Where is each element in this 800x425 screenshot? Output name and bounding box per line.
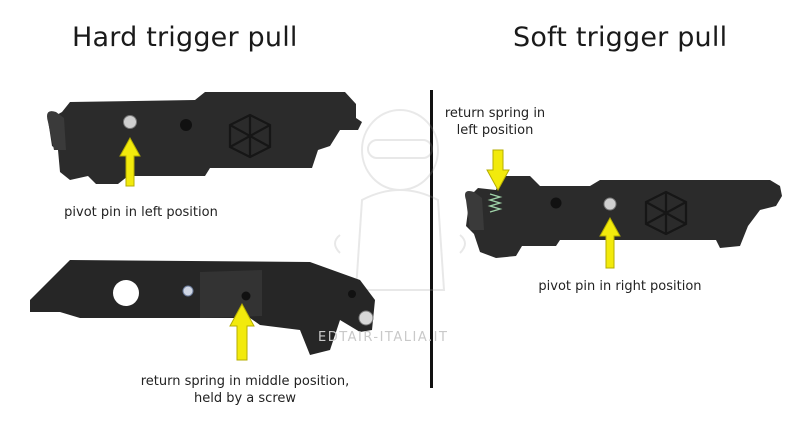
- soft-trigger-housing: [465, 176, 782, 258]
- center-divider: [430, 90, 433, 388]
- soft-spring-caption-line2: left position: [456, 123, 534, 138]
- spring-icon: [487, 193, 503, 213]
- hard-trigger-housing: [47, 92, 362, 184]
- soft-spring-arrow: [486, 149, 510, 192]
- hard-spring-caption-line1: return spring in middle position,: [140, 374, 350, 389]
- soft-pivot-caption: pivot pin in right position: [538, 279, 702, 294]
- hard-trigger-side-housing: [30, 260, 375, 355]
- hard-pivot-arrow: [119, 136, 141, 187]
- watermark-text: EDTAIR-ITALIA.IT: [318, 330, 449, 345]
- emblem-icon: [228, 113, 272, 159]
- hard-spring-caption-line2: held by a screw: [193, 391, 297, 406]
- watermark-logo: [334, 109, 466, 291]
- soft-pivot-arrow: [599, 216, 621, 269]
- hard-trigger-heading: Hard trigger pull: [72, 22, 298, 53]
- hard-pivot-caption: pivot pin in left position: [64, 205, 218, 220]
- soft-trigger-heading: Soft trigger pull: [513, 22, 728, 53]
- soft-spring-caption: return spring in left position: [440, 105, 550, 139]
- hard-spring-arrow: [229, 302, 255, 361]
- hard-spring-caption: return spring in middle position, held b…: [120, 373, 370, 407]
- soft-spring-caption-line1: return spring in: [444, 106, 546, 121]
- soft-emblem-icon: [644, 190, 688, 236]
